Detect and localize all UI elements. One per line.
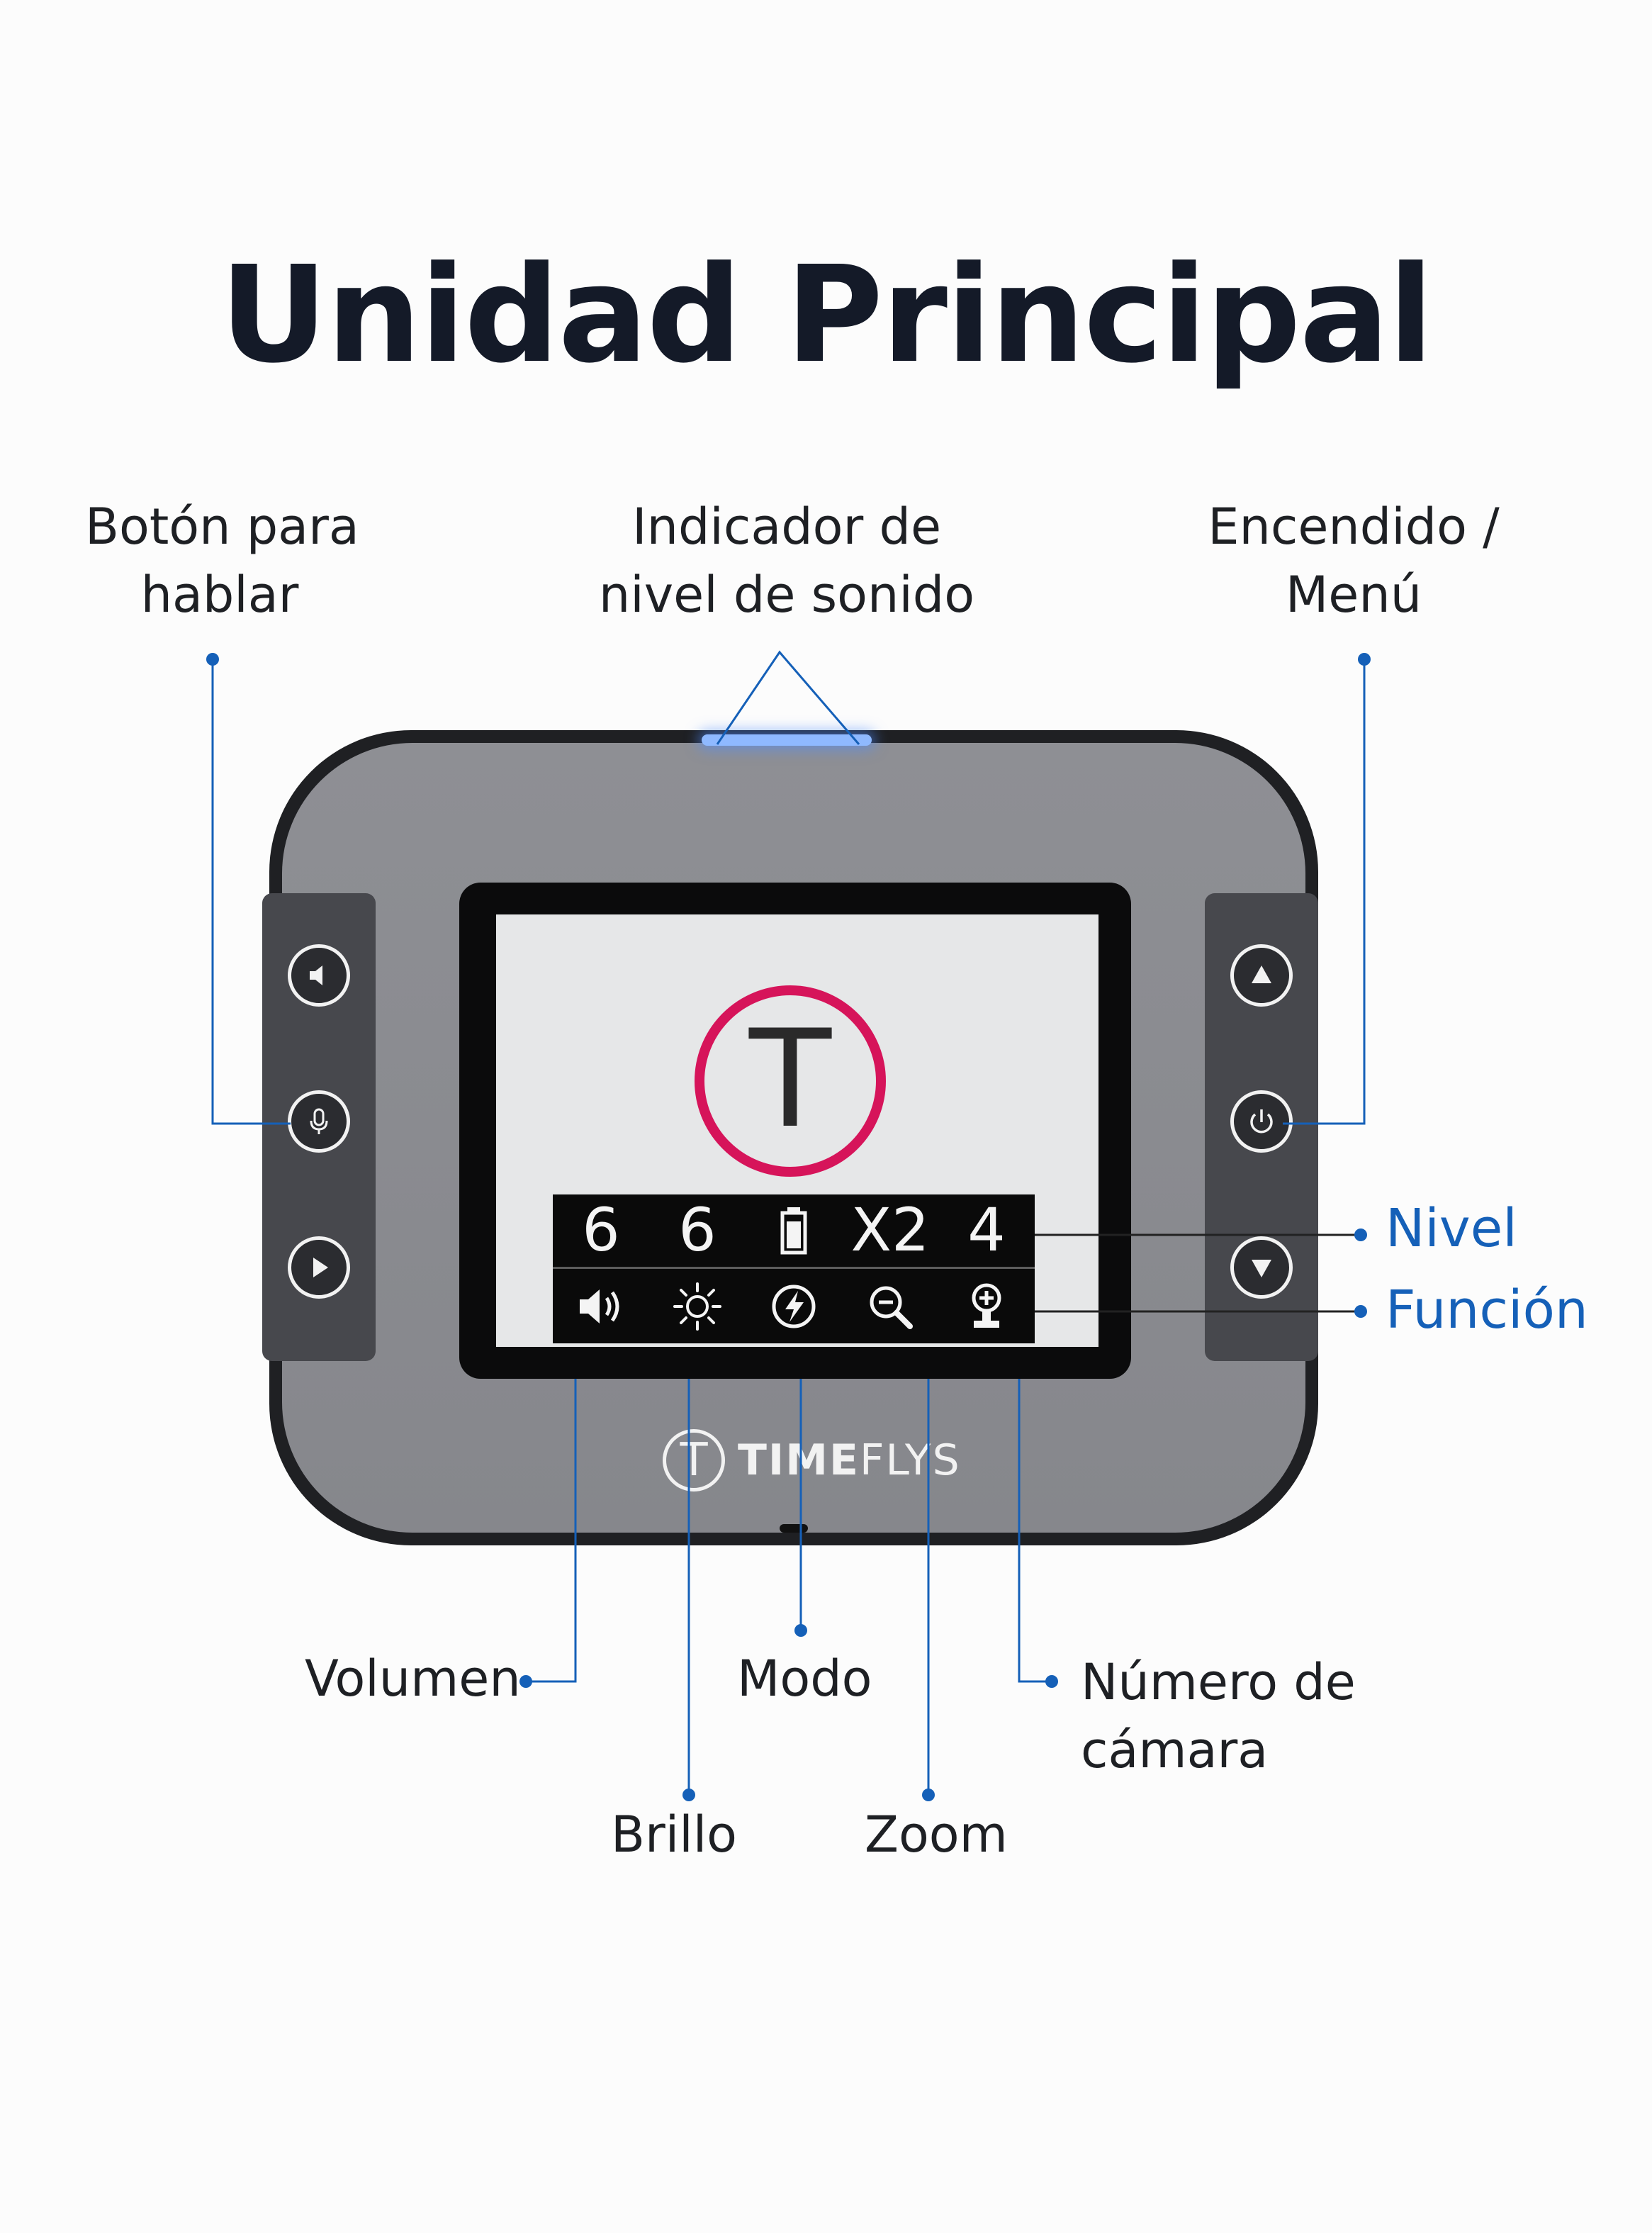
label-talk-button: Botón para hablar <box>85 498 359 624</box>
brand-name: TIMEFLYS <box>738 1436 961 1485</box>
label-mode: Modo <box>737 1650 872 1708</box>
zoom-level: X2 <box>850 1195 930 1265</box>
logo-letter: T <box>748 1001 832 1158</box>
mode-level <box>746 1200 842 1260</box>
status-divider <box>553 1267 1035 1269</box>
brand-mark-icon: T <box>663 1429 725 1492</box>
brightness-function <box>649 1277 746 1336</box>
lightning-mode-icon <box>772 1285 816 1328</box>
speaker-icon <box>310 966 322 985</box>
down-button[interactable] <box>1230 1236 1293 1299</box>
label-power-menu: Encendido / Menú <box>1208 498 1500 624</box>
play-button[interactable] <box>288 1236 350 1299</box>
dot-function <box>1354 1305 1367 1318</box>
dot-camera-number <box>1045 1675 1058 1688</box>
dot-power-menu <box>1358 653 1371 666</box>
label-volume: Volumen <box>305 1650 521 1708</box>
level-row: 6 6 X2 4 <box>553 1194 1035 1265</box>
battery-icon <box>780 1207 807 1255</box>
label-zoom: Zoom <box>865 1806 1008 1864</box>
leader-camera-number <box>1018 1379 1049 1683</box>
arrow-down-icon <box>1252 1260 1271 1277</box>
page-title: Unidad Principal <box>220 237 1434 393</box>
label-sound-indicator: Indicador de nivel de sonido <box>598 498 975 624</box>
volume-function <box>553 1277 649 1336</box>
leader-volume <box>528 1379 577 1683</box>
power-menu-button[interactable] <box>1230 1090 1293 1153</box>
zoom-out-icon <box>870 1286 913 1329</box>
zoom-function <box>842 1277 938 1336</box>
label-brightness: Brillo <box>611 1806 737 1864</box>
brightness-level: 6 <box>678 1195 717 1265</box>
dot-mode <box>794 1624 807 1637</box>
dot-level <box>1354 1229 1367 1241</box>
right-button-panel <box>1205 893 1318 1361</box>
microphone-icon <box>310 1108 328 1134</box>
sun-brightness-icon <box>673 1282 721 1331</box>
volume-button[interactable] <box>288 944 350 1007</box>
arrow-up-icon <box>1252 966 1271 983</box>
camera-number-level: 4 <box>967 1195 1006 1265</box>
left-button-panel <box>262 893 376 1361</box>
leader-sound-indicator <box>716 650 860 745</box>
up-button[interactable] <box>1230 944 1293 1007</box>
dot-zoom <box>922 1789 935 1801</box>
speaker-volume-icon <box>580 1289 619 1323</box>
dot-brightness <box>682 1789 695 1801</box>
label-level: Nivel <box>1386 1198 1517 1259</box>
function-row <box>553 1271 1035 1342</box>
leader-talk-button <box>211 659 291 1125</box>
play-icon <box>313 1258 328 1277</box>
brand-logo: T TIMEFLYS <box>663 1425 961 1496</box>
camera-number-function <box>938 1277 1035 1336</box>
label-camera-number: Número de cámara <box>1081 1653 1356 1779</box>
talk-button[interactable] <box>288 1090 350 1153</box>
label-function: Función <box>1386 1280 1588 1341</box>
volume-level: 6 <box>582 1195 620 1265</box>
camera-plus-icon <box>972 1283 1001 1328</box>
mode-function <box>746 1277 842 1336</box>
leader-power-menu <box>1283 659 1366 1125</box>
status-bar: 6 6 X2 4 <box>553 1194 1035 1343</box>
dot-volume <box>519 1675 532 1688</box>
dot-talk-button <box>206 653 219 666</box>
sound-level-indicator-light <box>702 734 872 746</box>
power-icon <box>1250 1109 1273 1134</box>
